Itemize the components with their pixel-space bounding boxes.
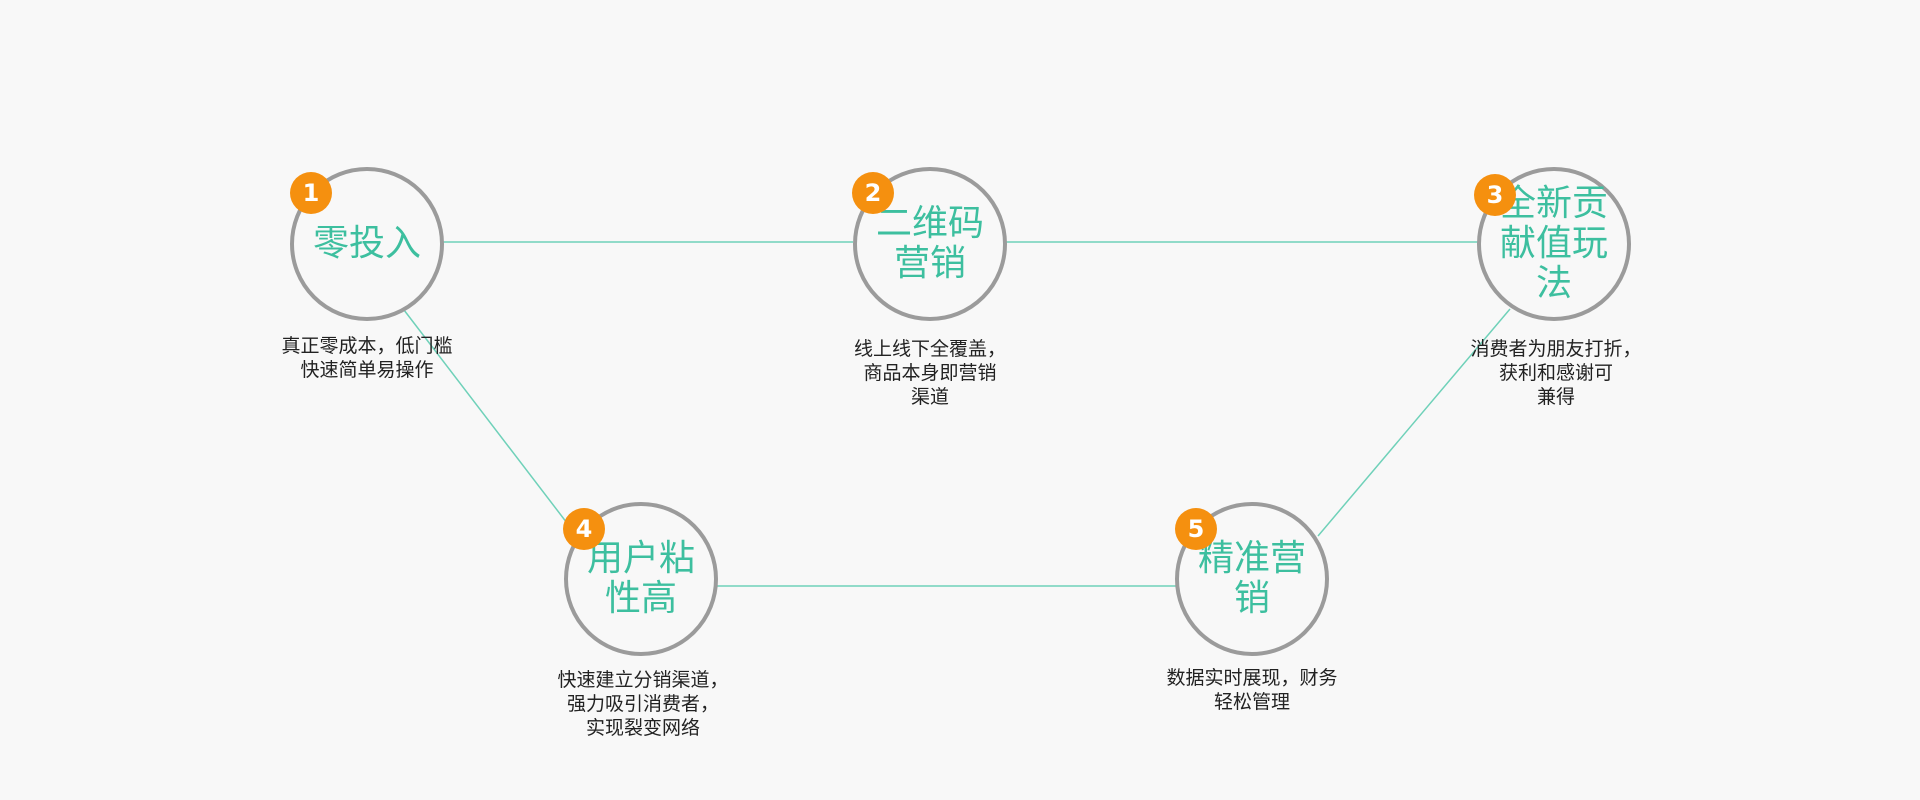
- step-circle-2: 二维码营销: [853, 167, 1007, 321]
- step-description-3-line-3: 兼得: [1536, 386, 1575, 408]
- step-title-1: 零投入: [312, 223, 421, 264]
- step-description-4-line-2: 强力吸引消费者，: [566, 693, 719, 715]
- connector-5-3: [1317, 308, 1511, 537]
- connector-1-4: [403, 309, 568, 524]
- step-description-4-line-3: 实现裂变网络: [585, 717, 700, 739]
- step-description-5-line-1: 数据实时展现，财务: [1166, 667, 1338, 689]
- step-badge-5: 5: [1175, 508, 1217, 550]
- step-badge-1: 1: [290, 172, 332, 214]
- step-description-4-line-1: 快速建立分销渠道，: [557, 669, 729, 691]
- step-circle-3: 全新贡献值玩法: [1477, 167, 1631, 321]
- step-description-2: 线上线下全覆盖， 商品本身即营销 渠道: [820, 337, 1040, 409]
- step-description-5: 数据实时展现，财务 轻松管理: [1142, 666, 1362, 714]
- step-description-1-line-2: 快速简单易操作: [300, 359, 434, 381]
- step-description-3-line-2: 获利和感谢可: [1498, 362, 1613, 384]
- step-description-2-line-2: 商品本身即营销: [863, 362, 997, 384]
- step-description-3-line-1: 消费者为朋友打折，: [1470, 338, 1642, 360]
- step-badge-3: 3: [1474, 174, 1516, 216]
- step-description-1-line-1: 真正零成本，低门槛: [281, 335, 453, 357]
- step-description-2-line-3: 渠道: [910, 386, 949, 408]
- step-title-5: 精准营销: [1197, 538, 1306, 619]
- step-description-4: 快速建立分销渠道， 强力吸引消费者， 实现裂变网络: [533, 668, 753, 740]
- step-badge-4: 4: [563, 508, 605, 550]
- step-title-4: 用户粘性高: [586, 538, 695, 619]
- step-badge-2: 2: [852, 172, 894, 214]
- step-circle-4: 用户粘性高: [564, 502, 718, 656]
- step-description-3: 消费者为朋友打折， 获利和感谢可 兼得: [1446, 337, 1666, 409]
- step-description-1: 真正零成本，低门槛 快速简单易操作: [257, 334, 477, 382]
- step-title-2: 二维码营销: [875, 203, 984, 284]
- step-description-5-line-2: 轻松管理: [1213, 691, 1290, 713]
- step-title-3: 全新贡献值玩法: [1499, 183, 1608, 304]
- step-description-2-line-1: 线上线下全覆盖，: [853, 338, 1006, 360]
